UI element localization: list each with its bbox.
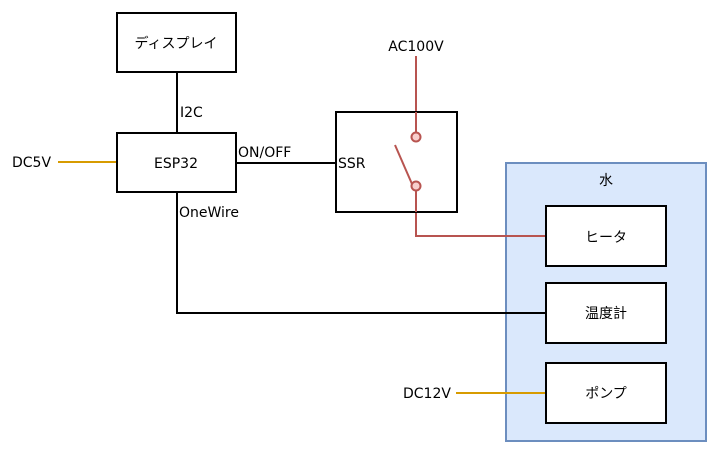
- pump-block: [545, 362, 667, 424]
- switch-blade: [394, 144, 413, 185]
- onoff-label: ON/OFF: [238, 145, 291, 161]
- thermometer-block: [545, 282, 667, 344]
- onewire-line: [176, 193, 546, 314]
- heater-label: ヒータ: [585, 230, 627, 246]
- display-block: [116, 12, 237, 73]
- switch-contact-bottom: [410, 180, 422, 192]
- ac100v-label: AC100V: [388, 39, 444, 55]
- i2c-label: I2C: [180, 105, 203, 121]
- ssr-block: [335, 111, 458, 213]
- esp32-block: [116, 132, 237, 193]
- display-label: ディスプレイ: [134, 35, 217, 52]
- pump-label: ポンプ: [585, 386, 627, 402]
- dc5v-label: DC5V: [12, 155, 51, 171]
- thermometer-label: 温度計: [585, 306, 627, 322]
- heater-block: [545, 205, 667, 267]
- onewire-label: OneWire: [179, 205, 239, 221]
- switch-contact-top: [410, 131, 422, 143]
- water-label: 水: [599, 173, 613, 189]
- ssr-label: SSR: [338, 156, 366, 172]
- esp32-label: ESP32: [154, 156, 198, 172]
- dc12v-label: DC12V: [403, 386, 451, 402]
